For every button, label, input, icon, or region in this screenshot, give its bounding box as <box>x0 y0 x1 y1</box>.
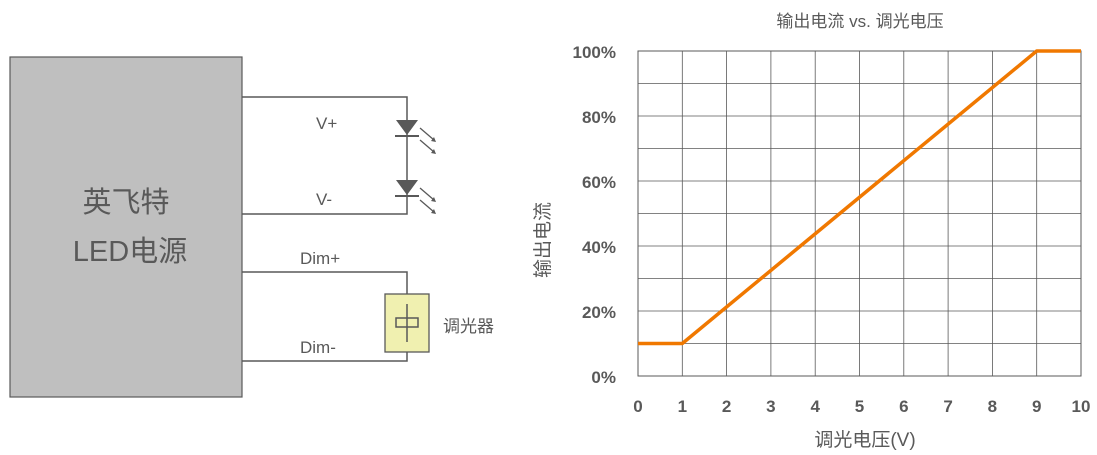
y-axis-label: 输出电流 <box>532 202 554 278</box>
x-axis-label: 调光电压(V) <box>814 429 915 451</box>
series-line <box>638 49 1081 346</box>
power-supply-box <box>9 56 243 398</box>
v-plus-label: V+ <box>316 114 337 133</box>
chart-title: 输出电流 vs. 调光电压 <box>776 12 943 31</box>
power-supply-label-line1: 英飞特 <box>82 186 169 219</box>
x-tick-labels: 0 1 2 3 4 5 6 7 8 9 10 <box>633 397 1090 416</box>
dim-plus-label: Dim+ <box>300 249 340 268</box>
wiring-diagram: 英飞特 LED电源 V+ V- Dim+ Dim- <box>9 56 494 398</box>
y-tick-label: 0% <box>591 368 616 387</box>
y-tick-label: 20% <box>582 303 616 322</box>
x-tick-label: 2 <box>722 397 731 416</box>
dimmer-icon <box>384 293 430 353</box>
led-2-icon <box>395 180 436 214</box>
x-tick-label: 4 <box>810 397 820 416</box>
x-tick-label: 8 <box>988 397 997 416</box>
x-tick-label: 5 <box>855 397 864 416</box>
y-tick-labels: 0% 20% 40% 60% 80% 100% <box>573 43 616 387</box>
x-tick-label: 0 <box>633 397 642 416</box>
chart: 输出电流 vs. 调光电压 0% 20% 40% 60% 80% 100% 0 1 2 3 4 5 6… <box>532 12 1090 451</box>
x-tick-label: 6 <box>899 397 908 416</box>
v-minus-label: V- <box>316 190 332 209</box>
dimmer-label: 调光器 <box>443 317 494 336</box>
x-tick-label: 10 <box>1072 397 1091 416</box>
y-tick-label: 60% <box>582 173 616 192</box>
y-tick-label: 40% <box>582 238 616 257</box>
led-wire-loop <box>242 96 408 215</box>
led-1-icon <box>395 120 436 154</box>
x-tick-label: 1 <box>678 397 687 416</box>
dim-minus-label: Dim- <box>300 338 336 357</box>
plot-area-frame <box>637 50 1082 377</box>
x-tick-label: 3 <box>766 397 775 416</box>
x-tick-label: 7 <box>943 397 952 416</box>
y-tick-label: 80% <box>582 108 616 127</box>
dim-plus-wire <box>242 271 408 294</box>
y-tick-label: 100% <box>573 43 616 62</box>
power-supply-label-line2: LED电源 <box>73 235 187 268</box>
dim-minus-wire <box>242 352 408 362</box>
x-tick-label: 9 <box>1032 397 1041 416</box>
